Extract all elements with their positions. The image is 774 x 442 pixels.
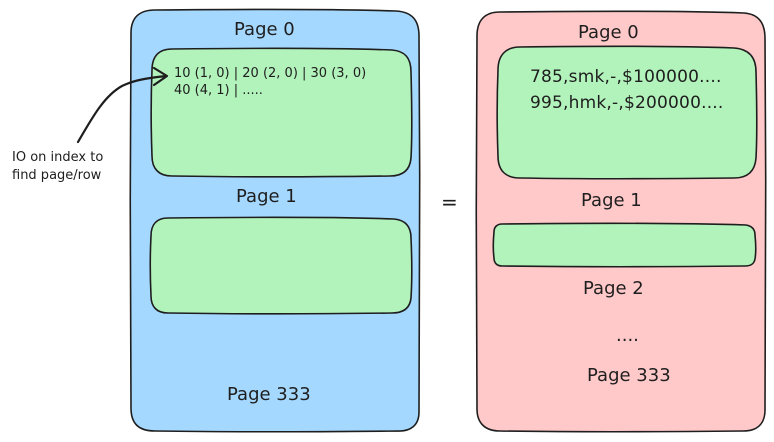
- data-page-0-record-1: 785,smk,-,$100000....: [530, 67, 722, 87]
- data-page-2-label: Page 2: [583, 278, 644, 299]
- index-page-0-block: [150, 47, 413, 178]
- data-page-0-record-2: 995,hmk,-,$200000....: [530, 93, 724, 113]
- data-page-0-label: Page 0: [578, 22, 639, 43]
- annotation-line-2: find page/row: [12, 168, 102, 183]
- annotation-arrowhead: [152, 66, 169, 87]
- annotation-arrow: [76, 74, 168, 144]
- index-page-1-label: Page 1: [236, 186, 297, 207]
- annotation-line-1: IO on index to: [12, 150, 104, 165]
- index-page-0-row-1: 10 (1, 0) | 20 (2, 0) | 30 (3, 0): [174, 66, 367, 81]
- equals-sign: =: [441, 190, 458, 214]
- index-page-0-row-2: 40 (4, 1) | .....: [174, 83, 263, 98]
- index-page-1-block: [149, 216, 413, 315]
- data-page-1-label: Page 1: [581, 190, 642, 211]
- data-page-0-block: [496, 45, 758, 180]
- data-ellipsis: ....: [616, 325, 639, 346]
- index-last-page-label: Page 333: [227, 384, 311, 405]
- data-last-page-label: Page 333: [587, 365, 671, 386]
- index-page-0-label: Page 0: [234, 19, 295, 40]
- data-page-1-block: [492, 222, 757, 268]
